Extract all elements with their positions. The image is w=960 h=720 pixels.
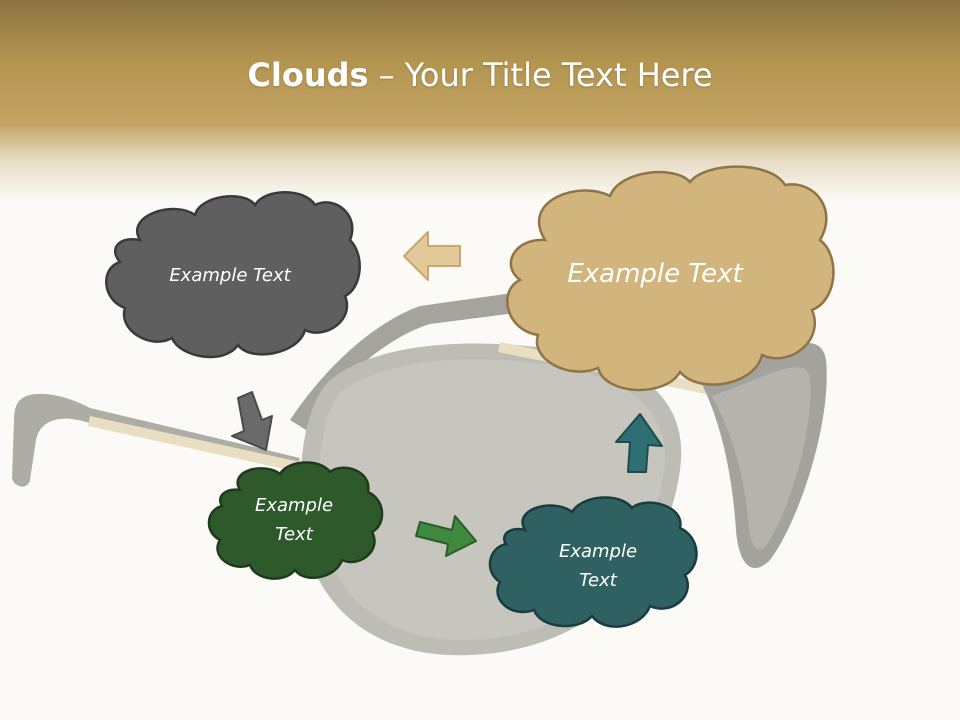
cloud-green-label: Example Text [254, 495, 334, 545]
cloud-gray-label: Example Text [169, 264, 291, 286]
cloud-gray[interactable] [105, 191, 361, 359]
title-separator: – [378, 56, 395, 94]
cloud-teal-label: Example Text [558, 541, 638, 591]
title-bold: Clouds [247, 56, 369, 94]
arrow-up-icon [615, 413, 663, 473]
cloud-tan-label: Example Text [567, 259, 743, 289]
cloud-tan[interactable] [506, 165, 835, 392]
arrow-left-icon [403, 231, 461, 281]
cloud-green[interactable] [207, 461, 384, 580]
arrow-right-icon [415, 515, 477, 557]
title-rest: Your Title Text Here [404, 56, 713, 94]
slide-title: Clouds–Your Title Text Here [0, 52, 960, 98]
arrow-down-icon [231, 391, 273, 451]
cloud-teal[interactable] [488, 496, 698, 628]
title-band [0, 0, 960, 200]
